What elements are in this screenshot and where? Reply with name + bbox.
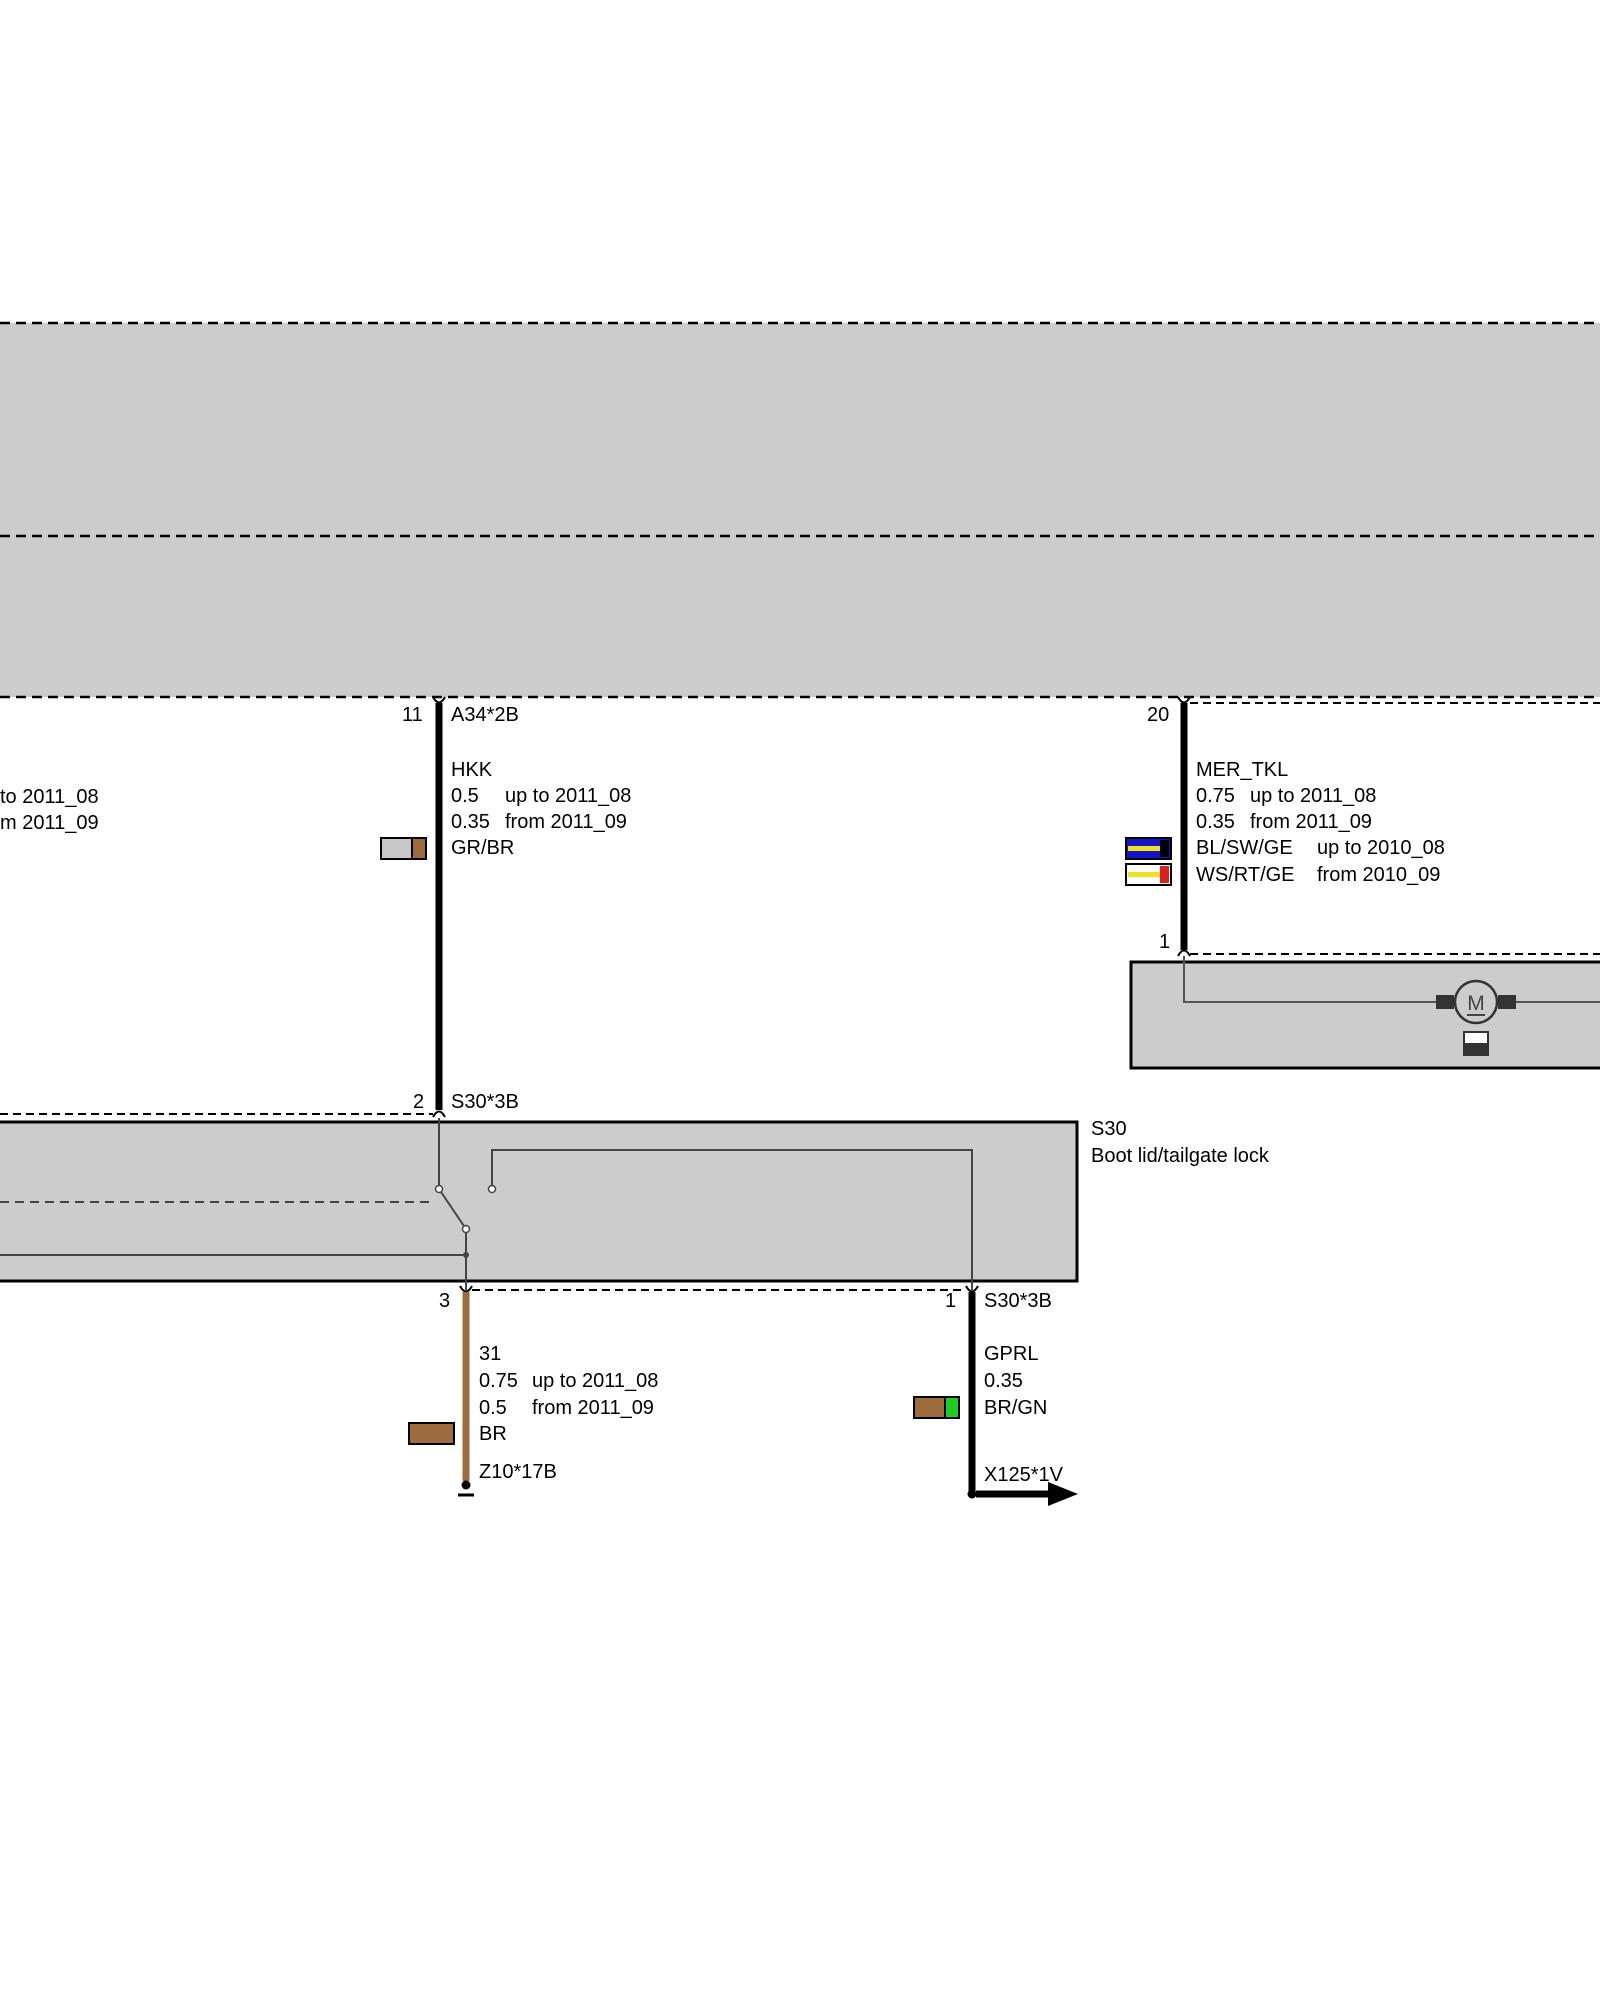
mer-color-swatch-2 — [1125, 863, 1172, 886]
gprl-wire-name: GPRL — [984, 1343, 1038, 1365]
hkk-pin-bottom: 2 — [413, 1091, 424, 1113]
wire-31-size-1: 0.75 — [479, 1370, 518, 1392]
wire-31: 3 31 0.75 up to 2011_08 0.5 from 2011_09… — [408, 1285, 658, 1497]
mer-size-2: 0.35 — [1196, 811, 1235, 833]
hkk-note-2: from 2011_09 — [505, 811, 627, 833]
wire-31-size-2: 0.5 — [479, 1397, 507, 1419]
mer-pin-top: 20 — [1147, 704, 1169, 726]
pin-terminal-mer-bottom — [1177, 949, 1191, 957]
mer-wire-name: MER_TKL — [1196, 759, 1288, 781]
s30-internal-gprl-wire — [491, 1149, 973, 1290]
ground-junction — [463, 1252, 469, 1258]
s30-description: Boot lid/tailgate lock — [1091, 1145, 1270, 1167]
motor-position-sensor-icon — [1463, 1031, 1489, 1056]
motor-terminal-left — [1436, 995, 1454, 1009]
left-partial-line-2: m 2011_09 — [0, 812, 99, 834]
ground-point — [461, 1480, 471, 1490]
switch-contact-upper — [487, 1184, 497, 1194]
wire-31-note-1: up to 2011_08 — [532, 1370, 658, 1392]
pin-terminal-hkk-bottom — [432, 1110, 446, 1118]
gprl-pin: 1 — [945, 1290, 956, 1312]
mer-size-1: 0.75 — [1196, 785, 1235, 807]
gprl-destination: X125*1V — [984, 1464, 1064, 1486]
gprl-arrow-head-icon — [1048, 1482, 1078, 1506]
wire-hkk: 11 A34*2B HKK 0.5 up to 2011_08 0.35 fro… — [380, 696, 631, 1118]
motor-terminal-right — [1498, 995, 1516, 1009]
gprl-connector: S30*3B — [984, 1290, 1052, 1312]
wire-gprl: 1 S30*3B GPRL 0.35 BR/GN X125*1V — [913, 1285, 1078, 1506]
hkk-size-2: 0.35 — [451, 811, 490, 833]
motor-label: M — [1467, 992, 1485, 1015]
pin-terminal-gprl — [965, 1285, 979, 1293]
mer-color-note-1: up to 2010_08 — [1317, 837, 1445, 859]
pin-terminal-hkk-top — [432, 696, 446, 704]
motor-icon — [1453, 979, 1499, 1025]
gprl-size: 0.35 — [984, 1370, 1023, 1392]
wire-31-ground-label: Z10*17B — [479, 1461, 557, 1483]
hkk-connector-bottom: S30*3B — [451, 1091, 519, 1113]
pin-terminal-31 — [459, 1285, 473, 1293]
gprl-junction-point — [967, 1489, 977, 1499]
control-unit-body — [0, 323, 1600, 697]
hkk-connector-top: A34*2B — [451, 704, 519, 726]
mer-color-swatch-1 — [1125, 837, 1172, 860]
pin-terminal-mer-top — [1177, 696, 1191, 704]
motor-module-body — [1129, 960, 1600, 1070]
motor-module: M — [1129, 956, 1600, 1070]
hkk-color-code: GR/BR — [451, 837, 514, 859]
mer-pin-bottom: 1 — [1159, 931, 1170, 953]
s30-body — [0, 1120, 1079, 1283]
gprl-color-code: BR/GN — [984, 1397, 1047, 1419]
hkk-size-1: 0.5 — [451, 785, 479, 807]
mer-note-1: up to 2011_08 — [1250, 785, 1376, 807]
hkk-color-swatch — [380, 837, 427, 860]
wire-31-color-code: BR — [479, 1423, 507, 1445]
mer-color-code-1: BL/SW/GE — [1196, 837, 1293, 859]
mer-note-2: from 2011_09 — [1250, 811, 1372, 833]
wire-31-color-swatch — [408, 1422, 455, 1445]
hkk-note-1: up to 2011_08 — [505, 785, 631, 807]
s30-id: S30 — [1091, 1118, 1127, 1140]
control-unit-a34 — [0, 321, 1600, 699]
wire-31-note-2: from 2011_09 — [532, 1397, 654, 1419]
wire-31-pin: 3 — [439, 1290, 450, 1312]
mer-color-code-2: WS/RT/GE — [1196, 864, 1295, 886]
switch-blade — [438, 1188, 467, 1230]
wire-mer-tkl: 20 MER_TKL 0.75 up to 2011_08 0.35 from … — [1125, 696, 1600, 957]
switch-contact-lower — [461, 1224, 471, 1234]
mer-color-note-2: from 2010_09 — [1317, 864, 1440, 886]
hkk-pin-top: 11 — [402, 704, 423, 726]
wire-31-name: 31 — [479, 1343, 501, 1365]
hkk-wire-name: HKK — [451, 759, 493, 781]
lock-module-s30: S30 Boot lid/tailgate lock — [0, 1113, 1270, 1291]
switch-contact-pivot — [434, 1184, 444, 1194]
gprl-color-swatch — [913, 1396, 960, 1419]
left-partial-line-1: to 2011_08 — [0, 786, 99, 808]
